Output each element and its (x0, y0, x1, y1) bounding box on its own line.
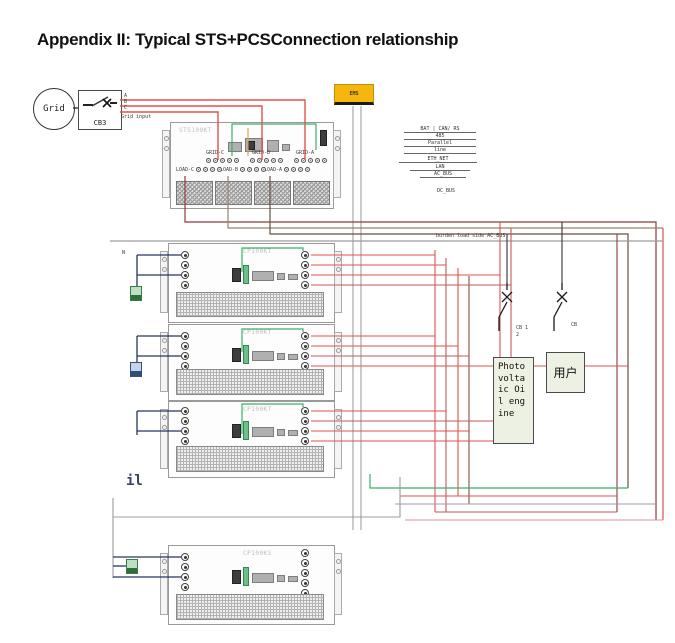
vent-grille (176, 446, 324, 472)
legend-line: line (404, 147, 476, 154)
comm-connector (320, 130, 327, 146)
terminal-strip (294, 158, 327, 163)
grid-source-symbol: Grid (33, 88, 75, 130)
ac-bus-label: burden load side AC_BUS (436, 233, 506, 239)
phase-a-label: A (124, 93, 128, 99)
terminal-strip (250, 158, 283, 163)
legend-parallel: Parallel (404, 140, 476, 147)
terminal-strip (206, 158, 239, 163)
dc-terminals (181, 332, 189, 370)
grid-breaker-label: CB3 (93, 119, 107, 127)
cb2-label: CB (571, 322, 578, 328)
breaker-switch-icon (83, 96, 117, 108)
rack-ear (160, 553, 168, 615)
ems-box: EMS (334, 84, 374, 105)
battery-connector-icon (126, 559, 138, 574)
rack-ear (334, 553, 342, 615)
rack-ear (333, 130, 341, 198)
battery-connector-icon (130, 286, 142, 301)
grid-breaker-box: CB3 (78, 90, 122, 130)
legend-ac-bus: AC_BUS (420, 171, 466, 178)
terminal-strip (240, 167, 266, 172)
phase-c-label: C (124, 105, 128, 111)
rack-ear (162, 130, 170, 198)
rack-ear (160, 332, 168, 392)
dc-terminals (181, 553, 189, 591)
component-cluster (232, 344, 304, 366)
sts-load-terminal-label: LOAD-A (264, 167, 283, 173)
annotation-il: il (126, 473, 143, 489)
sts-grid-terminal-label: GRID-A (296, 150, 315, 156)
terminal-strip (196, 167, 222, 172)
pcs-model-label: CP100KS (243, 550, 272, 557)
legend-eth-net: ETH_NET (399, 156, 477, 163)
pcs-model-label: CP100KT (243, 406, 272, 413)
fan-grille (176, 181, 330, 205)
phase-b-label: B (124, 99, 128, 105)
battery-connector-icon (130, 362, 142, 377)
page-title: Appendix II: Typical STS+PCSConnection r… (37, 30, 459, 49)
sts-grid-terminal-label: GRID-C (206, 150, 225, 156)
cb1-label: CB 1 (516, 325, 529, 331)
vent-grille (176, 292, 324, 317)
dc-terminals (181, 251, 189, 289)
terminal-strip (284, 167, 310, 172)
grid-label: Grid (43, 104, 65, 114)
pcs-model-label: CP100KT (243, 329, 272, 336)
dc-terminals (181, 407, 189, 445)
grid-input-label: Grid input (121, 114, 152, 120)
vent-grille (176, 369, 324, 395)
component-cluster (232, 566, 304, 588)
ems-label: EMS (349, 90, 359, 97)
rack-ear (160, 251, 168, 313)
rack-ear (334, 251, 342, 313)
component-cluster (232, 420, 304, 442)
vent-grille (176, 594, 324, 620)
neutral-port-label: N (122, 250, 126, 256)
pv-oil-engine-box: Photovoltaic Oil engine (493, 357, 534, 444)
sts-load-terminal-label: LOAD-B (220, 167, 239, 173)
user-load-label: 用户 (553, 366, 578, 380)
pv-oil-engine-label: Photovoltaic Oil engine (498, 362, 526, 419)
legend-lan: LAN (410, 164, 470, 171)
rack-ear (334, 409, 342, 469)
rack-ear (160, 409, 168, 469)
legend-dc-bus: DC_BUS (436, 188, 456, 194)
sts-model-label: STS100KT (179, 127, 212, 134)
user-load-box: 用户 (546, 352, 585, 393)
sts-load-terminal-label: LOAD-C (176, 167, 195, 173)
component-cluster (232, 264, 304, 286)
legend-bat-can-rs: BAT | CAN/ RS (404, 126, 476, 133)
rack-ear (334, 332, 342, 392)
legend-485: 485 (404, 133, 476, 140)
pcs-model-label: CP100KT (243, 248, 272, 255)
cb1-label-2: 2 (516, 332, 520, 338)
sts-grid-terminal-label: GRID-B (252, 150, 271, 156)
